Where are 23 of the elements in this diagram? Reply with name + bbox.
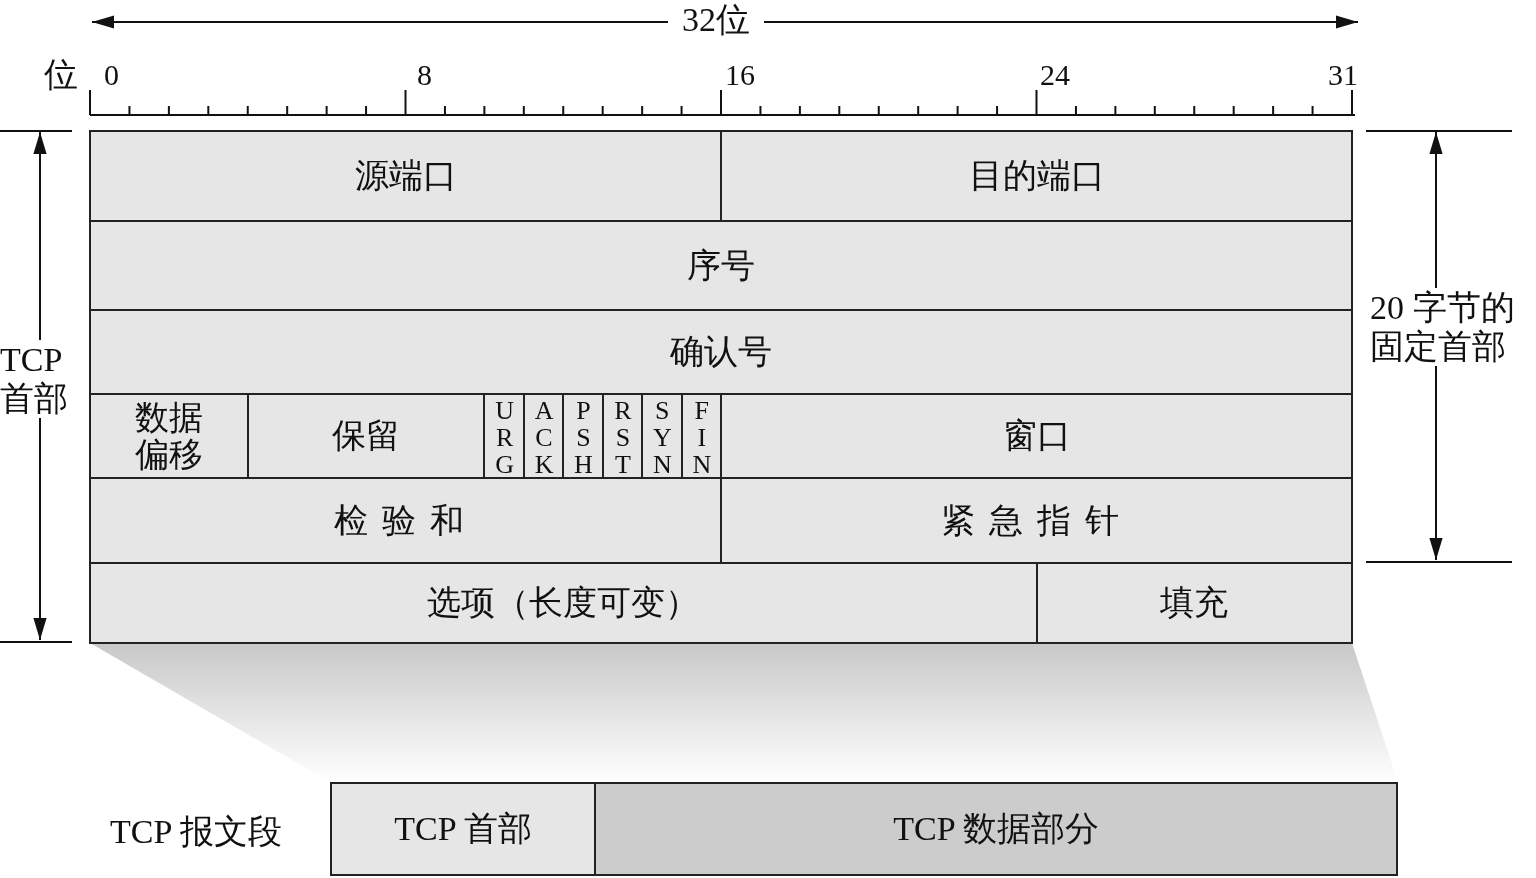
header-field: 填充 — [1035, 562, 1353, 644]
flag-field: URG — [483, 393, 525, 479]
header-field: 确认号 — [89, 309, 1353, 395]
header-field: 紧急指针 — [720, 477, 1353, 564]
segment-part: TCP 数据部分 — [594, 782, 1398, 876]
bit-number: 16 — [725, 58, 755, 93]
bit-number: 0 — [104, 58, 119, 93]
header-field: 目的端口 — [720, 130, 1353, 222]
header-field: 选项（长度可变） — [89, 562, 1038, 644]
bit-number: 8 — [417, 58, 432, 93]
flag-field: PSH — [562, 393, 604, 479]
segment-part: TCP 首部 — [330, 782, 596, 876]
header-field: 检验和 — [89, 477, 722, 564]
header-field: 窗口 — [720, 393, 1353, 479]
bit-number: 24 — [1040, 58, 1070, 93]
flag-field: SYN — [641, 393, 683, 479]
header-field: 源端口 — [89, 130, 722, 222]
header-field: 序号 — [89, 220, 1353, 311]
segment-caption: TCP 报文段 — [110, 812, 282, 852]
bit-number: 31 — [1328, 58, 1358, 93]
header-field: 数据偏移 — [89, 393, 249, 479]
header-field: 保留 — [246, 393, 486, 479]
axis-title: 位 — [44, 55, 78, 95]
